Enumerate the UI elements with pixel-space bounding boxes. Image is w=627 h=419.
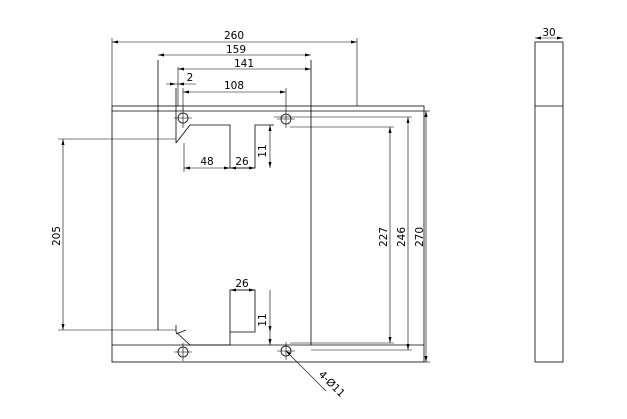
- dimension-246: 246: [274, 116, 412, 351]
- dim-label-2: 2: [187, 72, 194, 84]
- dim-label-246: 246: [396, 227, 408, 247]
- dimension-141: 141: [177, 58, 311, 106]
- dimension-270: 270: [414, 110, 430, 363]
- lower-tab-profile: [175, 289, 256, 346]
- plate-outline: [111, 105, 425, 363]
- dim-label-159: 159: [226, 44, 246, 56]
- dimension-48: 48: [183, 143, 230, 172]
- lower-tab-corner: [175, 329, 187, 335]
- dim-label-hole-callout: 4-Ø11: [316, 369, 347, 400]
- side-view-outline: [534, 41, 564, 363]
- hole-callout: 4-Ø11: [285, 350, 347, 400]
- front-view: [111, 60, 425, 363]
- dim-label-108: 108: [224, 80, 244, 92]
- side-view: 30: [534, 27, 564, 363]
- dimension-30: 30: [535, 27, 563, 40]
- dim-label-205: 205: [51, 226, 63, 246]
- dim-label-270: 270: [414, 227, 426, 247]
- dimension-11-upper: 11: [257, 125, 272, 168]
- hole-upper-right: [277, 110, 295, 128]
- dim-label-141: 141: [234, 58, 254, 70]
- dim-label-26-upper: 26: [235, 156, 249, 168]
- hole-upper-left: [174, 108, 192, 128]
- dim-label-26-lower: 26: [235, 278, 249, 290]
- dimension-26-upper: 26: [230, 156, 255, 170]
- hole-lower-left: [174, 343, 192, 361]
- dimension-26-lower: 26: [230, 278, 255, 292]
- dim-label-227: 227: [378, 227, 390, 247]
- dimension-2: 2: [166, 72, 196, 86]
- dimension-260: 260: [111, 30, 358, 106]
- dim-label-11-lower: 11: [257, 313, 269, 326]
- dimension-227: 227: [290, 126, 394, 344]
- dim-label-260: 260: [224, 30, 244, 42]
- mounting-holes: [174, 108, 295, 361]
- dimension-108: 108: [182, 80, 287, 110]
- dimension-159: 159: [158, 44, 311, 57]
- dim-label-48: 48: [200, 156, 213, 168]
- dim-label-11-upper: 11: [257, 144, 269, 157]
- dimension-11-lower: 11: [257, 290, 272, 345]
- dim-label-30: 30: [542, 27, 555, 39]
- dimension-205: 205: [51, 138, 176, 331]
